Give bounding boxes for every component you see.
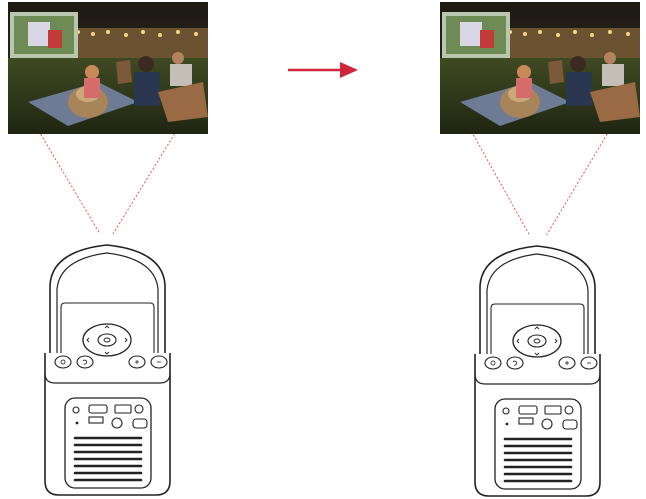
minus-button-left <box>151 356 167 368</box>
power-button-right <box>485 357 501 369</box>
panel-before <box>8 2 208 495</box>
plus-button-right <box>559 357 575 369</box>
plus-button-left <box>129 356 145 368</box>
right-arrow-icon <box>288 62 358 78</box>
panel-after <box>440 2 640 496</box>
minus-button-right <box>581 357 597 369</box>
dpad-left <box>83 324 131 356</box>
back-button-right <box>507 357 523 369</box>
projector-icon-left <box>45 245 170 495</box>
projector-icon-right <box>475 246 600 496</box>
back-button-left <box>77 356 93 368</box>
dpad-right <box>513 325 561 357</box>
outdoor-movie-night-photo-left <box>8 2 208 134</box>
power-button-left <box>55 356 71 368</box>
outdoor-movie-night-photo-right <box>440 2 640 134</box>
